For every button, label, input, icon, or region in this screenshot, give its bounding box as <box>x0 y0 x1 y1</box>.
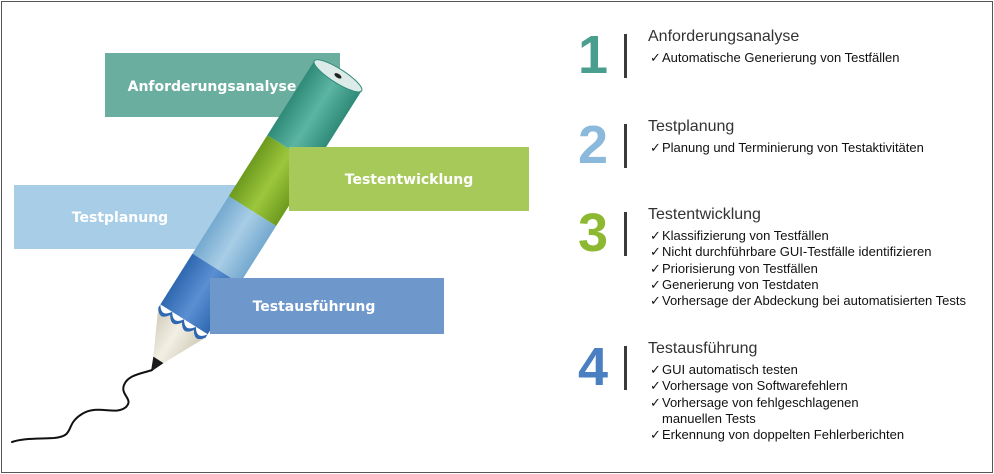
step-divider <box>624 124 627 168</box>
list-item: ✓Vorhersage von fehlgeschlagenen <box>650 394 859 410</box>
scribble-line <box>11 369 153 443</box>
list-item: ✓Vorhersage der Abdeckung bei automatisi… <box>650 293 967 309</box>
ribbon-label-testplanung: Testplanung <box>72 210 168 226</box>
list-item: ✓Erkennung von doppelten Fehlerberichten <box>650 427 905 443</box>
step-number: 2 <box>577 115 609 175</box>
pencil <box>150 59 363 372</box>
ribbon-label-testausfuehrung: Testausführung <box>253 299 376 315</box>
step-items: ✓Planung und Terminierung von Testaktivi… <box>650 140 924 156</box>
list-item: ✓Automatische Generierung von Testfällen <box>650 50 900 65</box>
step-title: Testentwicklung <box>648 206 761 223</box>
ribbon-label-anforderungsanalyse: Anforderungsanalyse <box>128 79 297 95</box>
step-number: 4 <box>577 337 609 397</box>
step-items: ✓GUI automatisch testen ✓Vorhersage von … <box>650 362 904 443</box>
list-item: ✓Nicht durchführbare GUI-Testfälle ident… <box>650 244 932 260</box>
list-item: ✓Klassifizierung von Testfällen <box>650 228 829 243</box>
step-title: Anforderungsanalyse <box>648 28 800 45</box>
step-title: Testausführung <box>648 340 758 357</box>
step-number: 1 <box>577 25 609 85</box>
ribbon-testentwicklung <box>289 147 529 211</box>
list-item: ✓Priorisierung von Testfällen <box>650 260 818 276</box>
step-items: ✓Automatische Generierung von Testfällen <box>650 50 900 66</box>
step-divider <box>624 346 627 390</box>
step-number: 3 <box>577 203 609 263</box>
step-divider <box>624 212 627 256</box>
step-title: Testplanung <box>648 118 735 135</box>
list-item: ✓Generierung von Testdaten <box>650 276 819 292</box>
ribbon-label-testentwicklung: Testentwicklung <box>345 172 473 188</box>
list-item: ✓Planung und Terminierung von Testaktivi… <box>650 140 924 155</box>
ribbon-testausfuehrung <box>210 278 444 334</box>
step-divider <box>624 34 627 78</box>
step-items: ✓Klassifizierung von Testfällen ✓Nicht d… <box>650 228 966 309</box>
list-item: ✓GUI automatisch testen <box>650 362 798 377</box>
list-item: manuellen Tests <box>662 410 756 426</box>
list-item: ✓Vorhersage von Softwarefehlern <box>650 378 848 394</box>
